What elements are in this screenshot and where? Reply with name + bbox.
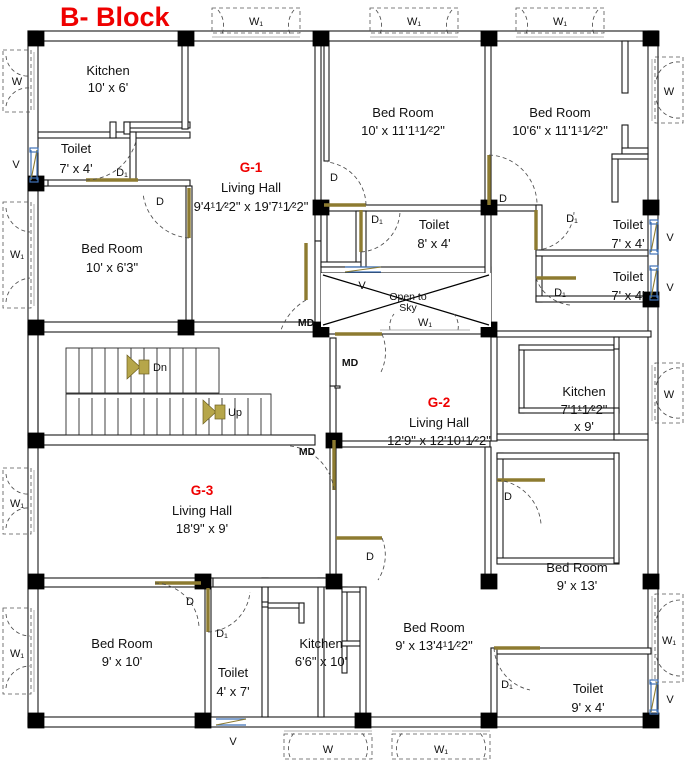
- window-tag-w1-sky: W₁: [418, 317, 432, 329]
- room-name-toilet-right-upper: Toilet: [613, 217, 644, 232]
- room-name-bedroom-bot-right: Bed Room: [546, 560, 607, 575]
- unit-dim-g1: 9'4¹1⁄²2" x 19'7¹1⁄²2": [194, 199, 309, 214]
- room-name-kitchen-bot-mid: Kitchen: [299, 636, 342, 651]
- stair-up-arrow: [202, 399, 217, 425]
- unit-hall-g2: Living Hall: [409, 415, 469, 430]
- interior-walls: [27, 40, 652, 718]
- door-tag-md-1: MD: [298, 317, 315, 329]
- vent-tag-bottom-left: V: [229, 736, 237, 748]
- room-name-toilet-mid: Toilet: [419, 217, 450, 232]
- window-tag-w1-right: W₁: [662, 635, 676, 647]
- window-tag-w1-bottom: W₁: [434, 744, 448, 756]
- room-dim-kitchen-bot-mid: 6'6" x 10': [295, 654, 347, 669]
- open-to-sky-area: Open to Sky W₁ V: [321, 266, 491, 331]
- window-tag-w-right: W: [664, 389, 675, 401]
- room-dim-toilet-top-left: 7' x 4': [59, 161, 92, 176]
- stair-down-label: Dn: [153, 362, 167, 374]
- window-tag-w-left: W: [12, 76, 23, 88]
- room-name-toilet-bot-right: Toilet: [573, 681, 604, 696]
- door-tag-md-2: MD: [342, 357, 359, 369]
- window-tag-w-topright: W: [664, 86, 675, 98]
- room-dim-bedroom-bot-right: 9' x 13': [557, 578, 597, 593]
- room-dim-bedroom-top-mid: 10' x 11'1¹1⁄²2": [361, 123, 445, 138]
- room-name-bedroom-top-mid: Bed Room: [372, 105, 433, 120]
- window-tag-w1-left: W₁: [10, 249, 24, 261]
- room-dim-toilet-right-lower: 7' x 4': [611, 288, 644, 303]
- unit-code-g3: G-3: [191, 483, 214, 498]
- door-tag-d-bedroom-topmid: D: [330, 172, 338, 184]
- door-tag-d1-toilet-rightlower: D₁: [554, 287, 566, 299]
- door-tag-d1-toilet-topleft: D₁: [116, 167, 128, 179]
- window-group-top: W₁ W₁ W₁: [211, 7, 605, 38]
- unit-dim-g2: 12'9" x 12'10¹1⁄²2": [387, 433, 491, 448]
- unit-hall-g3: Living Hall: [172, 503, 232, 518]
- window-tag-w1-top2: W₁: [407, 16, 421, 28]
- room-name-bedroom-left: Bed Room: [81, 241, 142, 256]
- door-tag-d-bedroom-botleft: D: [186, 596, 194, 608]
- door-tag-md-3: MD: [299, 446, 316, 458]
- room-dim-kitchen-right-2: x 9': [574, 419, 594, 434]
- room-dim-toilet-bot-left: 4' x 7': [216, 684, 249, 699]
- vent-tag-left: V: [12, 159, 20, 171]
- window-group-right: W V V W W₁ V: [649, 56, 684, 715]
- window-group-bottom: V W W₁: [215, 718, 491, 760]
- staircase: Dn Up: [65, 347, 272, 436]
- door-tag-d1-toilet-botright: D₁: [501, 679, 513, 691]
- room-dim-toilet-right-upper: 7' x 4': [611, 236, 644, 251]
- room-dim-bedroom-bot-left: 9' x 10': [102, 654, 142, 669]
- room-name-kitchen-right: Kitchen: [562, 384, 605, 399]
- stair-down-arrow: [126, 354, 141, 380]
- door-tag-d1-toilet-botleft: D₁: [216, 628, 228, 640]
- window-group-left: W V W₁ W₁ W₁: [2, 49, 39, 695]
- open-to-sky-line1: Open to: [389, 291, 427, 303]
- stair-up-label: Up: [228, 407, 242, 419]
- unit-hall-g1: Living Hall: [221, 180, 281, 195]
- door-tag-d1-toilet-rightupper: D₁: [566, 213, 578, 225]
- room-labels: Kitchen 10' x 6' Toilet 7' x 4' Bed Room…: [59, 63, 644, 715]
- open-to-sky-line2: Sky: [399, 302, 417, 314]
- room-dim-bedroom-left: 10' x 6'3": [86, 260, 139, 275]
- room-name-bedroom-top-right: Bed Room: [529, 105, 590, 120]
- page-title: B- Block: [60, 2, 171, 32]
- window-tag-w1-botleft2: W₁: [10, 648, 24, 660]
- room-dim-toilet-mid: 8' x 4': [417, 236, 450, 251]
- room-name-toilet-top-left: Toilet: [61, 141, 92, 156]
- columns: [27, 30, 660, 729]
- room-name-bedroom-bot-mid: Bed Room: [403, 620, 464, 635]
- vent-tag-right-lower: V: [666, 282, 674, 294]
- vent-tag-right-bottom: V: [666, 694, 674, 706]
- doors: D₁ D D D₁ D D₁ D₁ MD MD: [85, 140, 578, 691]
- vent-tag-sky: V: [358, 280, 366, 292]
- window-tag-w1-top1: W₁: [249, 16, 263, 28]
- room-dim-kitchen-right-1: 7'1¹1⁄²2": [561, 402, 608, 417]
- door-tag-d-g2-passage: D: [366, 551, 374, 563]
- room-name-toilet-right-lower: Toilet: [613, 269, 644, 284]
- door-tag-d1-toilet-mid: D₁: [371, 214, 383, 226]
- room-dim-bedroom-top-right: 10'6" x 11'1¹1⁄²2": [512, 123, 608, 138]
- door-tag-d-kitchen-right: D: [504, 491, 512, 503]
- unit-code-g2: G-2: [428, 395, 451, 410]
- unit-code-g1: G-1: [240, 160, 263, 175]
- window-tag-w1-botleft1: W₁: [10, 498, 24, 510]
- room-name-kitchen-top-left: Kitchen: [86, 63, 129, 78]
- window-tag-w-bottom: W: [323, 744, 334, 756]
- window-tag-w1-top3: W₁: [553, 16, 567, 28]
- room-name-bedroom-bot-left: Bed Room: [91, 636, 152, 651]
- room-dim-bedroom-bot-mid: 9' x 13'4¹1⁄²2": [395, 638, 473, 653]
- door-tag-d-bedroom-topright: D: [499, 193, 507, 205]
- unit-dim-g3: 18'9" x 9': [176, 521, 228, 536]
- room-name-toilet-bot-left: Toilet: [218, 665, 249, 680]
- door-tag-d-bedroom-left: D: [156, 196, 164, 208]
- vent-tag-right-upper: V: [666, 232, 674, 244]
- room-dim-kitchen-top-left: 10' x 6': [88, 80, 128, 95]
- room-dim-toilet-bot-right: 9' x 4': [571, 700, 604, 715]
